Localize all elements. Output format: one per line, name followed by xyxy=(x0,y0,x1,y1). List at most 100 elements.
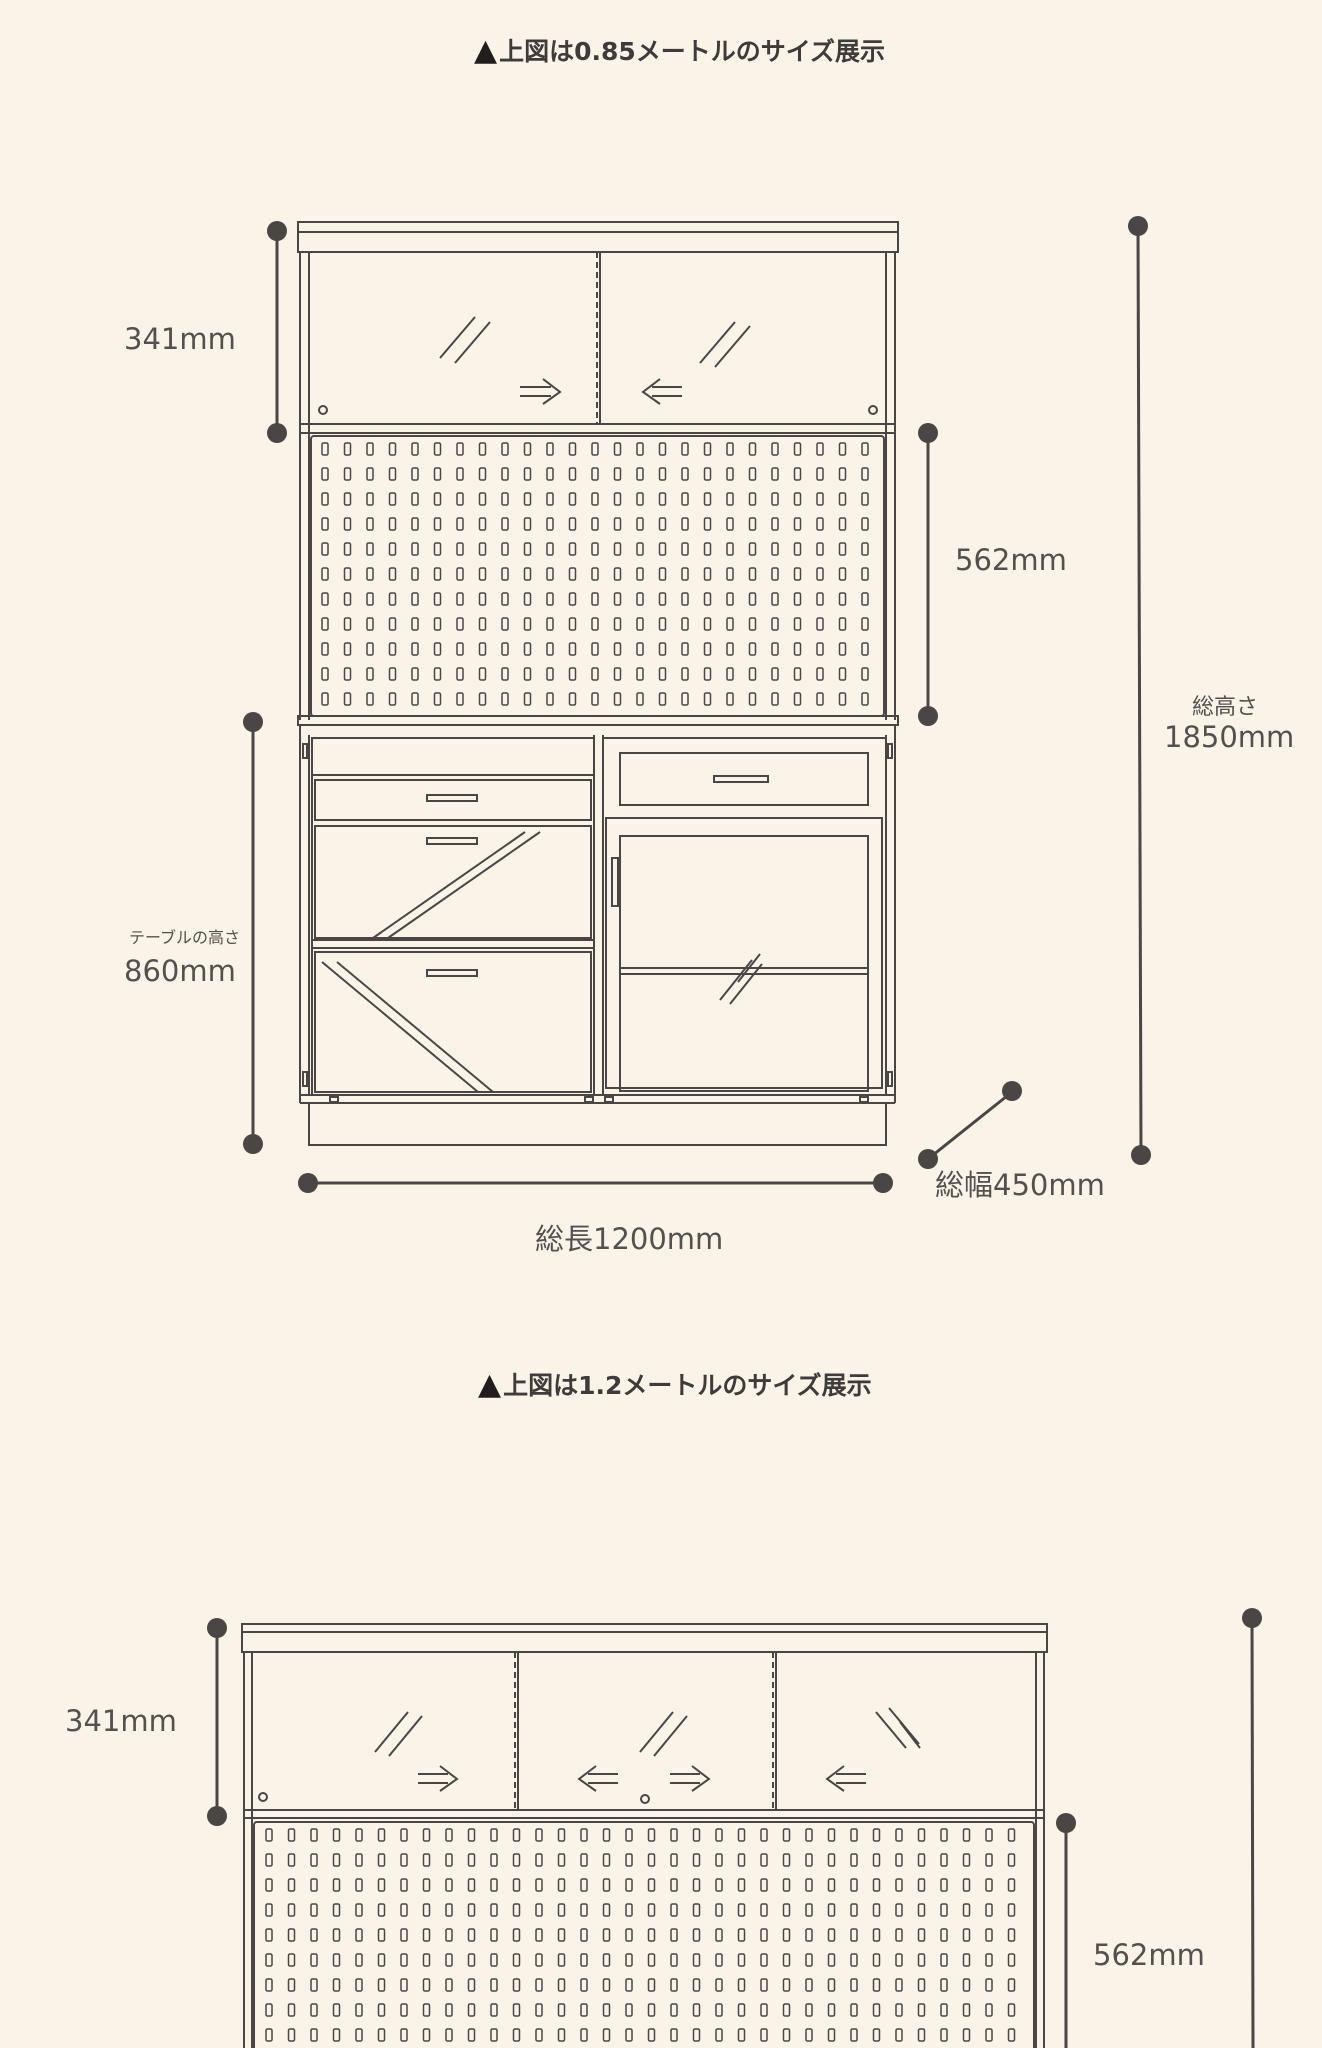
peg-hole xyxy=(310,2003,318,2017)
peg-hole xyxy=(613,467,622,481)
peg-hole xyxy=(737,1978,746,1992)
peg-hole xyxy=(287,1853,296,1867)
peg-hole xyxy=(715,2028,723,2042)
peg-hole xyxy=(771,592,779,606)
peg-hole xyxy=(681,592,689,606)
peg-hole xyxy=(523,667,532,681)
peg-hole xyxy=(388,492,397,506)
peg-hole xyxy=(940,1853,948,1867)
peg-hole xyxy=(962,1978,971,1992)
peg-hole xyxy=(568,517,577,531)
peg-hole xyxy=(703,667,712,681)
peg-hole xyxy=(591,567,599,581)
peg-hole xyxy=(467,1978,476,1992)
peg-hole xyxy=(805,1878,813,1892)
peg-hole xyxy=(512,1978,521,1992)
peg-hole xyxy=(715,2003,723,2017)
peg-hole xyxy=(343,467,352,481)
peg-hole xyxy=(827,1978,836,1992)
peg-hole xyxy=(726,542,734,556)
peg-hole xyxy=(422,1878,431,1892)
peg-hole xyxy=(467,2003,476,2017)
peg-hole xyxy=(658,517,667,531)
peg-hole xyxy=(715,1878,723,1892)
caption-085-text: 上図は0.85メートルのサイズ展示 xyxy=(499,37,886,66)
peg-hole xyxy=(771,667,779,681)
peg-hole xyxy=(602,1903,611,1917)
peg-hole xyxy=(591,642,599,656)
peg-hole xyxy=(602,1828,611,1842)
peg-hole xyxy=(861,517,869,531)
cabinet-12 xyxy=(241,1623,1048,2048)
peg-hole xyxy=(760,1853,768,1867)
peg-hole xyxy=(805,2003,813,2017)
peg-hole xyxy=(523,692,532,706)
peg-hole xyxy=(546,692,554,706)
peg-hole xyxy=(703,492,712,506)
peg-hole xyxy=(445,1978,453,1992)
peg-hole xyxy=(445,1953,453,1967)
peg-hole xyxy=(670,1953,678,1967)
peg-hole xyxy=(636,617,644,631)
peg-hole xyxy=(760,1978,768,1992)
peg-hole xyxy=(355,1928,363,1942)
peg-hole xyxy=(647,1928,656,1942)
peg-hole xyxy=(760,1953,768,1967)
peg-hole xyxy=(591,542,599,556)
peg-hole xyxy=(692,1928,701,1942)
peg-hole xyxy=(355,1953,363,1967)
peg-hole xyxy=(850,1953,858,1967)
peg-hole xyxy=(737,2028,746,2042)
peg-hole xyxy=(861,492,869,506)
peg-hole xyxy=(501,592,509,606)
peg-hole xyxy=(658,617,667,631)
peg-hole xyxy=(433,567,442,581)
peg-hole xyxy=(793,442,802,456)
peg-hole xyxy=(523,592,532,606)
peg-hole xyxy=(636,567,644,581)
peg-hole xyxy=(591,442,599,456)
peg-hole xyxy=(568,567,577,581)
peg-hole xyxy=(366,442,374,456)
peg-hole xyxy=(512,1853,521,1867)
peg-hole xyxy=(546,517,554,531)
peg-hole xyxy=(985,2028,993,2042)
peg-hole xyxy=(546,542,554,556)
peg-hole xyxy=(265,1878,273,1892)
peg-hole xyxy=(692,2003,701,2017)
peg-hole xyxy=(411,642,419,656)
peg-hole xyxy=(940,1828,948,1842)
peg-hole xyxy=(771,542,779,556)
peg-hole xyxy=(895,1928,903,1942)
peg-hole xyxy=(872,1853,881,1867)
peg-hole xyxy=(737,1903,746,1917)
peg-hole xyxy=(760,2028,768,2042)
peg-hole xyxy=(377,1903,386,1917)
peg-hole xyxy=(546,442,554,456)
peg-hole xyxy=(793,667,802,681)
peg-hole xyxy=(332,1953,341,1967)
peg-hole xyxy=(568,442,577,456)
peg-hole xyxy=(388,667,397,681)
peg-hole xyxy=(805,1928,813,1942)
peg-hole xyxy=(580,1853,588,1867)
dimension-lines-12 xyxy=(215,1617,1255,2048)
peg-hole xyxy=(366,667,374,681)
peg-hole xyxy=(287,1928,296,1942)
peg-hole xyxy=(557,1828,566,1842)
peg-hole xyxy=(737,1853,746,1867)
peg-hole xyxy=(332,1978,341,1992)
peg-hole xyxy=(962,1928,971,1942)
peg-hole xyxy=(726,442,734,456)
peg-hole xyxy=(670,1828,678,1842)
peg-hole xyxy=(456,592,464,606)
peg-hole xyxy=(501,542,509,556)
peg-hole xyxy=(636,517,644,531)
peg-hole xyxy=(568,692,577,706)
peg-hole xyxy=(985,1878,993,1892)
peg-hole xyxy=(850,1878,858,1892)
peg-hole xyxy=(816,617,824,631)
peg-hole xyxy=(670,2028,678,2042)
peg-hole xyxy=(625,2028,633,2042)
peg-hole xyxy=(456,642,464,656)
